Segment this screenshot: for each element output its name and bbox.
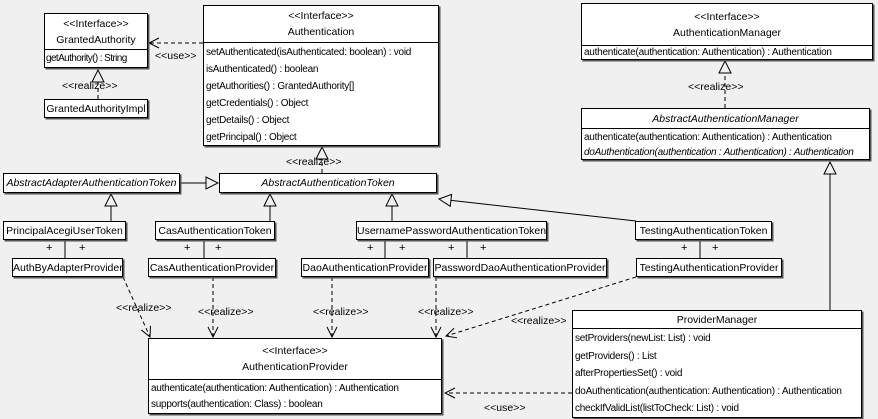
class-method: doAuthentication(authentication : Authen… (584, 147, 854, 158)
realize-label: <<realize>> (313, 306, 369, 318)
class-name: DaoAuthenticationProvider (302, 261, 428, 274)
edge-gen-testingauthenticationtoken (439, 199, 637, 222)
class-method: setProviders(newList: List) : void (575, 333, 711, 344)
multiplicity-label: + (79, 242, 86, 254)
class-name: AuthByAdapterProvider (13, 261, 122, 274)
class-granted-authority: <<Interface>> GrantedAuthority getAuthor… (44, 13, 148, 68)
class-name: CasAuthenticationProvider (149, 261, 275, 274)
class-principal-acegi-user-token: PrincipalAcegiUserToken (3, 221, 126, 240)
realize-label: <<realize>> (418, 306, 474, 318)
class-method: getProviders() : List (575, 350, 657, 362)
class-abstract-authentication-token: AbstractAuthenticationToken (219, 173, 437, 193)
class-method: authenticate(authentication: Authenticat… (151, 383, 399, 394)
class-method: setAuthenticated(isAuthenticated: boolea… (206, 47, 412, 58)
class-stereotype: <<Interface>> (262, 345, 328, 357)
multiplicity-label: + (712, 242, 719, 254)
class-name: TestingAuthenticationToken (639, 224, 768, 237)
class-method: getPrincipal() : Object (206, 132, 297, 143)
class-method: isAuthenticated() : boolean (206, 64, 319, 75)
class-stereotype: <<Interface>> (694, 10, 760, 23)
class-stereotype: <<Interface>> (288, 10, 354, 22)
class-name: GrantedAuthority (56, 33, 136, 46)
class-name: PasswordDaoAuthenticationProvider (434, 261, 606, 274)
edge-realize-testingauthenticationprovider (446, 276, 637, 336)
use-label: <<use>> (155, 50, 197, 62)
class-method: supports(authentication: Class) : boolea… (151, 399, 323, 410)
multiplicity-label: + (399, 242, 406, 254)
class-method: authenticate(authentication: Authenticat… (584, 132, 832, 143)
multiplicity-label: + (681, 242, 688, 254)
class-method: getCredentials() : Object (206, 98, 309, 109)
realize-label: <<realize>> (286, 156, 342, 168)
multiplicity-label: + (367, 242, 374, 254)
realize-label: <<realize>> (116, 302, 172, 314)
class-method: checkIfValidList(listToCheck: List) : vo… (575, 403, 739, 414)
multiplicity-label: + (184, 242, 191, 254)
class-authentication: <<Interface>> Authentication setAuthenti… (203, 5, 439, 146)
multiplicity-label: + (46, 242, 53, 254)
class-method: getAuthority() : String (46, 53, 127, 64)
class-dao-authentication-provider: DaoAuthenticationProvider (301, 258, 429, 277)
class-method: doAuthentication(authentication: Authent… (575, 385, 842, 397)
class-name: GrantedAuthorityImpl (46, 102, 146, 115)
class-granted-authority-impl: GrantedAuthorityImpl (44, 99, 148, 118)
realize-label: <<realize>> (198, 306, 254, 318)
class-name: AbstractAuthenticationToken (261, 177, 395, 189)
class-name: AbstractAdapterAuthenticationToken (6, 177, 177, 189)
realize-label: <<realize>> (62, 80, 118, 92)
class-provider-manager: ProviderManager setProviders(newList: Li… (572, 310, 862, 418)
class-name: AbstractAuthenticationManager (652, 112, 799, 125)
class-username-password-authentication-token: UsernamePasswordAuthenticationToken (356, 221, 547, 240)
class-name: ProviderManager (676, 313, 758, 326)
class-method: getDetails() : Object (206, 115, 290, 126)
multiplicity-label: + (480, 242, 487, 254)
class-method: getAuthorities() : GrantedAuthority[] (206, 81, 355, 92)
class-testing-authentication-token: TestingAuthenticationToken (635, 221, 772, 240)
class-cas-authentication-token: CasAuthenticationToken (155, 221, 275, 240)
multiplicity-label: + (215, 242, 222, 254)
class-auth-by-adapter-provider: AuthByAdapterProvider (12, 258, 123, 277)
class-stereotype: <<Interface>> (63, 17, 129, 30)
class-name: UsernamePasswordAuthenticationToken (357, 224, 546, 237)
class-name: AuthenticationManager (673, 26, 781, 39)
class-name: PrincipalAcegiUserToken (6, 224, 123, 237)
class-method: authenticate(authentication: Authenticat… (584, 47, 832, 58)
class-name: CasAuthenticationToken (158, 224, 272, 237)
class-name: Authentication (287, 26, 355, 38)
class-abstract-adapter-authentication-token: AbstractAdapterAuthenticationToken (3, 173, 180, 193)
class-authentication-provider: <<Interface>> AuthenticationProvider aut… (148, 338, 442, 414)
edge-realize-authbyadapterprovider (122, 276, 150, 337)
class-password-dao-authentication-provider: PasswordDaoAuthenticationProvider (433, 258, 607, 277)
class-name: TestingAuthenticationProvider (639, 261, 779, 274)
multiplicity-label: + (448, 242, 455, 254)
realize-label: <<realize>> (688, 81, 744, 93)
realize-label: <<realize>> (511, 315, 567, 327)
use-label: <<use>> (484, 402, 526, 414)
class-method: afterPropertiesSet() : void (575, 368, 683, 379)
class-cas-authentication-provider: CasAuthenticationProvider (148, 258, 276, 277)
class-name: AuthenticationProvider (242, 361, 348, 373)
class-testing-authentication-provider: TestingAuthenticationProvider (636, 258, 782, 277)
class-authentication-manager: <<Interface>> AuthenticationManager auth… (581, 3, 873, 60)
class-abstract-authentication-manager: AbstractAuthenticationManager authentica… (581, 108, 870, 160)
